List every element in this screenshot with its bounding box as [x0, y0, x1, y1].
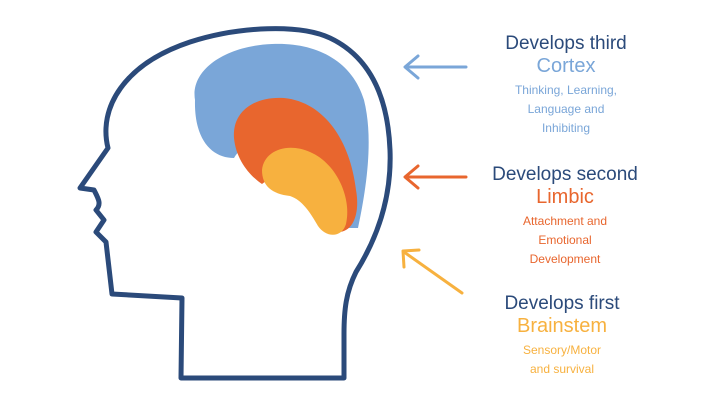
brainstem-description: Sensory/Motor and survival — [478, 341, 646, 379]
brainstem-description-line: Sensory/Motor — [522, 342, 602, 357]
cortex-description: Thinking, Learning, Language and Inhibit… — [482, 81, 650, 138]
cortex-description-line: Inhibiting — [541, 120, 591, 135]
limbic-description-line: Emotional — [538, 232, 592, 247]
limbic-label-group: Develops second Limbic Attachment and Em… — [470, 164, 660, 269]
brainstem-label-group: Develops first Brainstem Sensory/Motor a… — [478, 293, 646, 379]
brainstem-region — [262, 147, 348, 235]
brainstem-name: Brainstem — [516, 314, 608, 337]
arrow-left-icon — [403, 54, 468, 80]
cortex-label-group: Develops third Cortex Thinking, Learning… — [482, 33, 650, 138]
limbic-description-line: Development — [529, 251, 601, 266]
brainstem-stage-heading: Develops first — [504, 293, 620, 314]
cortex-stage-heading: Develops third — [505, 33, 627, 54]
limbic-description-line: Attachment and — [522, 213, 608, 228]
cortex-region — [194, 43, 369, 228]
limbic-description: Attachment and Emotional Development — [470, 212, 660, 269]
head-outline-icon — [77, 26, 393, 381]
brainstem-description-line: and survival — [529, 361, 595, 376]
arrow-up-left-icon — [401, 248, 464, 295]
limbic-stage-heading: Develops second — [492, 164, 638, 185]
limbic-name: Limbic — [536, 185, 594, 208]
cortex-description-line: Language and — [527, 101, 605, 116]
arrow-left-icon — [403, 164, 468, 190]
cortex-description-line: Thinking, Learning, — [514, 82, 618, 97]
cortex-name: Cortex — [536, 54, 596, 77]
